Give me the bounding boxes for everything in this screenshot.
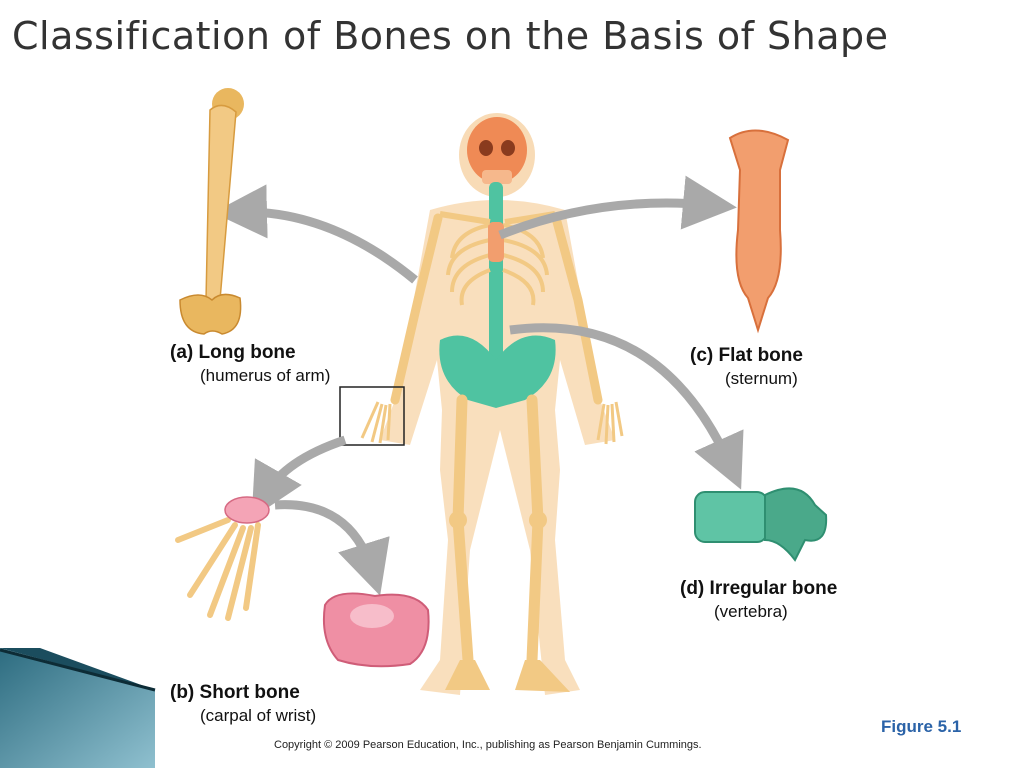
copyright-notice: Copyright © 2009 Pearson Education, Inc.…	[274, 739, 702, 751]
label-short-bone-letter: (b)	[170, 682, 195, 703]
label-flat-bone-letter: (c)	[690, 345, 714, 366]
sternum-bone-illustration	[728, 129, 790, 334]
label-irregular-bone-example: (vertebra)	[714, 602, 788, 621]
corner-decoration	[0, 648, 156, 768]
label-short-bone-type: Short bone	[199, 682, 300, 703]
label-irregular-bone-letter: (d)	[680, 578, 705, 599]
figure-label: Figure 5.1	[881, 717, 962, 736]
label-flat-bone: (c) Flat bone	[690, 345, 803, 367]
label-flat-bone-example: (sternum)	[725, 369, 798, 388]
label-flat-bone-type: Flat bone	[718, 345, 803, 366]
hand-bones-illustration	[175, 496, 270, 621]
vertebra-bone-illustration	[694, 487, 828, 562]
slide-title: Classification of Bones on the Basis of …	[12, 14, 889, 58]
label-long-bone-example: (humerus of arm)	[200, 366, 331, 385]
carpal-bone-illustration	[322, 592, 430, 668]
label-long-bone-letter: (a)	[170, 342, 194, 363]
skeleton	[360, 117, 624, 692]
label-short-bone-example: (carpal of wrist)	[200, 706, 317, 725]
label-irregular-bone: (d) Irregular bone	[680, 578, 837, 600]
label-long-bone-type: Long bone	[198, 342, 296, 363]
pointer-arrows	[213, 175, 744, 596]
wrist-highlight-box	[339, 386, 405, 446]
label-long-bone: (a) Long bone	[170, 342, 296, 364]
humerus-bone-illustration	[179, 88, 244, 335]
label-short-bone: (b) Short bone	[170, 682, 300, 704]
label-irregular-bone-type: Irregular bone	[709, 578, 838, 599]
